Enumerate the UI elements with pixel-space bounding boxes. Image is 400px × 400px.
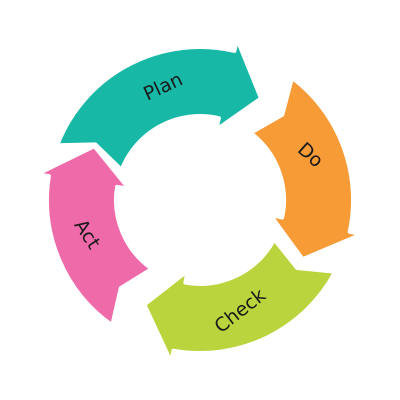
act-arrow <box>35 144 154 328</box>
stage-act: Act <box>35 144 154 328</box>
plan-arrow <box>55 37 263 172</box>
do-arrow <box>248 75 364 262</box>
stage-do: Do <box>248 75 364 262</box>
check-arrow <box>142 237 338 365</box>
stage-plan: Plan <box>55 37 263 172</box>
stage-check: Check <box>142 237 338 365</box>
